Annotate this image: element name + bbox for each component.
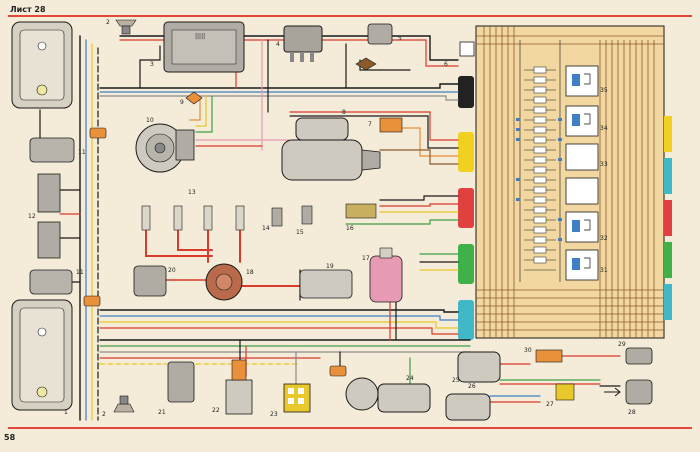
label-2-top: 2 [106,19,110,26]
label-21: 21 [158,409,166,416]
label-22: 22 [212,407,220,414]
label-20: 20 [168,267,176,274]
label-6: 6 [444,61,448,68]
label-2-bottom: 2 [102,411,106,418]
label-27: 27 [546,401,554,408]
relay-7 [379,117,403,133]
ignition-coil-19 [299,269,353,299]
svg-text:|||||: ||||| [195,33,205,40]
label-25: 25 [452,377,460,384]
sensor-2-bottom [113,395,135,413]
sensor-2-top [115,19,137,35]
label-33: 33 [600,161,608,168]
label-28: 28 [628,409,636,416]
label-17: 17 [362,255,370,262]
sensor-29 [625,347,653,365]
motor-26 [445,393,491,421]
label-32: 32 [600,235,608,242]
label-35: 35 [600,87,608,94]
label-16: 16 [346,225,354,232]
label-23: 23 [270,411,278,418]
label-9: 9 [180,99,184,106]
label-29: 29 [618,341,626,348]
label-34: 34 [600,125,608,132]
label-19: 19 [326,263,334,270]
fuse-block-connectors [458,41,475,340]
label-11-top: 11 [78,149,86,156]
motor-25 [457,351,501,383]
distributor-18 [205,263,243,301]
horn-11-bottom [29,269,73,295]
fuse-relay-block: 35 34 33 32 31 [475,25,665,339]
relay-21 [167,361,195,403]
switch-5 [355,23,393,71]
spark-plugs-13 [141,205,245,231]
label-7: 7 [368,121,372,128]
label-11-bottom: 11 [76,269,84,276]
sensor-15 [301,205,313,225]
wire-harness [39,35,621,421]
label-13: 13 [188,189,196,196]
connector-23 [283,383,311,413]
right-edge-connectors [664,116,672,320]
label-1: 1 [64,409,68,416]
relay-4 [283,25,323,62]
alternator-10 [135,123,195,173]
harness-connectors [83,127,347,377]
sheet-label: Лист 28 [10,5,46,14]
control-unit-3: ||||| [163,21,245,73]
switch-27 [555,383,575,401]
wiper-motor-24 [345,377,431,413]
label-4: 4 [276,41,280,48]
label-26: 26 [468,383,476,390]
connector-9 [185,91,203,105]
page-number: 58 [4,433,16,442]
label-15: 15 [296,229,304,236]
starter-8 [281,117,381,181]
label-18: 18 [246,269,254,276]
sensor-28 [604,379,653,405]
label-10: 10 [146,117,154,124]
label-24: 24 [406,375,414,382]
label-5: 5 [398,35,402,42]
label-14: 14 [262,225,270,232]
horn-11-top [29,137,75,163]
label-8: 8 [342,109,346,116]
label-31: 31 [600,267,608,274]
sensor-14 [271,207,283,227]
switch-20 [133,265,167,297]
headlamp-top [11,21,73,109]
washer-reservoir-17 [369,247,403,303]
label-12: 12 [28,213,36,220]
label-3: 3 [150,61,154,68]
label-30: 30 [524,347,532,354]
headlamp-bottom [11,299,73,411]
fan-motor-12 [37,173,61,259]
sensor-16 [345,203,377,219]
sensor-22 [225,359,253,415]
resistor-30 [535,349,563,363]
